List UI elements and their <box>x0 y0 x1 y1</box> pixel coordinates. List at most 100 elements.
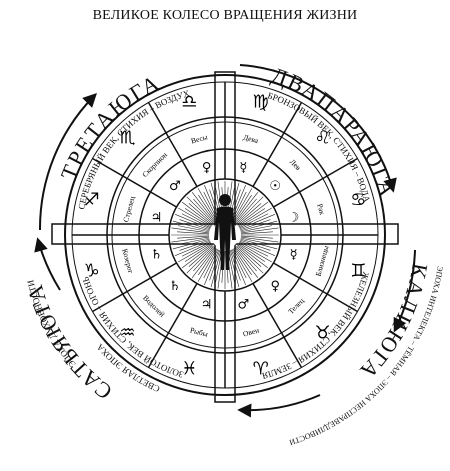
sun-ray <box>233 194 252 222</box>
spoke-line <box>252 102 303 187</box>
planet-glyph-8: ♄ <box>169 279 181 294</box>
sun-ray <box>178 242 212 263</box>
sun-ray <box>232 188 253 222</box>
zodiac-glyph-6: ♈ <box>253 358 269 379</box>
zodiac-name-3: Рак <box>315 203 327 216</box>
spoke-line <box>147 283 198 368</box>
diagram-title: ВЕЛИКОЕ КОЛЕСО ВРАЩЕНИЯ ЖИЗНИ <box>92 8 358 23</box>
sun-ray <box>234 247 259 279</box>
planet-glyph-9: ♄ <box>151 247 163 262</box>
spoke-line <box>92 262 177 313</box>
sun-ray <box>186 246 214 274</box>
sun-ray <box>240 235 273 239</box>
sun-ray <box>237 244 269 269</box>
zodiac-name-1: Дева <box>242 133 260 146</box>
zodiac-glyph-12: ♎ <box>181 92 197 113</box>
sun-ray <box>191 247 216 279</box>
sun-ray <box>238 243 266 262</box>
zodiac-name-7: Рыбы <box>189 325 209 338</box>
sun-ray <box>198 194 217 222</box>
planet-glyph-7: ♃ <box>201 298 213 313</box>
sun-ray <box>240 236 279 243</box>
sun-ray <box>181 213 211 229</box>
sun-ray <box>230 249 246 286</box>
arrow-left <box>38 93 97 231</box>
sun-ray <box>197 248 218 282</box>
sun-ray <box>181 241 211 257</box>
sun-ray <box>239 214 276 230</box>
zodiac-name-2: Лев <box>288 157 303 172</box>
sun-ray <box>186 196 214 224</box>
zodiac-name-9: Козерог <box>120 248 135 275</box>
zodiac-glyph-1: ♍ <box>253 92 269 113</box>
sun-ray <box>240 237 273 245</box>
sun-ray <box>229 250 241 281</box>
zodiac-glyph-9: ♑ <box>84 261 100 282</box>
sun-ray <box>239 213 269 229</box>
spoke-line <box>92 157 177 208</box>
sun-ray <box>210 250 222 288</box>
sun-ray <box>240 239 271 251</box>
sun-ray <box>171 227 210 234</box>
zodiac-name-4: Близнецы <box>314 245 331 278</box>
spoke-line <box>252 283 303 368</box>
sun-ray <box>178 207 212 228</box>
sun-ray <box>240 219 271 231</box>
sun-ray <box>188 203 214 225</box>
sun-ray <box>171 236 210 243</box>
spoke-line <box>273 157 358 208</box>
zodiac-name-12: Весы <box>190 132 209 145</box>
planet-ring: ☿☉☽☿♀♂♃♄♄♃♂♀ <box>151 160 300 312</box>
zodiac-name-10: Стрелец <box>121 195 137 223</box>
sun-ray <box>203 191 219 221</box>
sun-ray <box>233 248 252 276</box>
planet-glyph-2: ☉ <box>269 179 281 194</box>
sun-ray <box>240 238 278 250</box>
sun-ray <box>198 248 217 276</box>
zodiac-glyph-5: ♉ <box>315 323 331 344</box>
sun-ray <box>188 245 214 267</box>
sun-ray <box>240 227 279 234</box>
planet-glyph-12: ♀ <box>202 160 212 175</box>
center-figure <box>171 181 279 289</box>
sun-ray <box>181 201 213 226</box>
zodiac-glyph-7: ♓ <box>181 358 197 379</box>
sun-ray <box>181 244 213 269</box>
sun-ray <box>209 250 221 281</box>
arrow-left-bottom <box>34 237 61 291</box>
sun-ray <box>184 208 212 227</box>
sun-ray <box>236 246 264 274</box>
sun-ray <box>172 238 210 250</box>
sun-ray <box>236 245 262 267</box>
sun-ray <box>203 249 219 279</box>
sun-ray <box>239 240 276 256</box>
sun-ray <box>234 191 259 223</box>
sun-ray <box>228 250 240 288</box>
zodiac-glyph-3: ♋ <box>350 189 366 210</box>
planet-glyph-11: ♂ <box>169 179 181 194</box>
sun-ray <box>179 239 210 251</box>
zodiac-name-5: Телец <box>286 296 306 316</box>
zodiac-glyph-4: ♊ <box>350 261 366 282</box>
sun-ray <box>237 201 269 226</box>
zodiac-spokes <box>72 82 378 388</box>
planet-glyph-5: ♀ <box>270 279 280 294</box>
sun-ray <box>177 237 210 245</box>
sun-ray <box>232 248 253 282</box>
sun-ray <box>177 235 210 239</box>
sun-ray <box>197 188 218 222</box>
sun-ray <box>238 207 272 228</box>
zodiac-glyph-8: ♒ <box>119 323 135 344</box>
sun-ray <box>174 214 211 230</box>
arrow-top-right <box>239 64 397 193</box>
sun-ray <box>193 198 215 224</box>
sun-ray <box>240 220 278 232</box>
zodiac-glyph-2: ♌ <box>315 127 331 148</box>
sun-ray <box>177 231 210 235</box>
zodiac-glyph-10: ♐ <box>84 189 100 210</box>
sun-ray <box>236 203 262 225</box>
sun-ray <box>179 219 210 231</box>
zodiac-glyph-11: ♏ <box>119 127 135 148</box>
sun-ray <box>235 246 257 272</box>
